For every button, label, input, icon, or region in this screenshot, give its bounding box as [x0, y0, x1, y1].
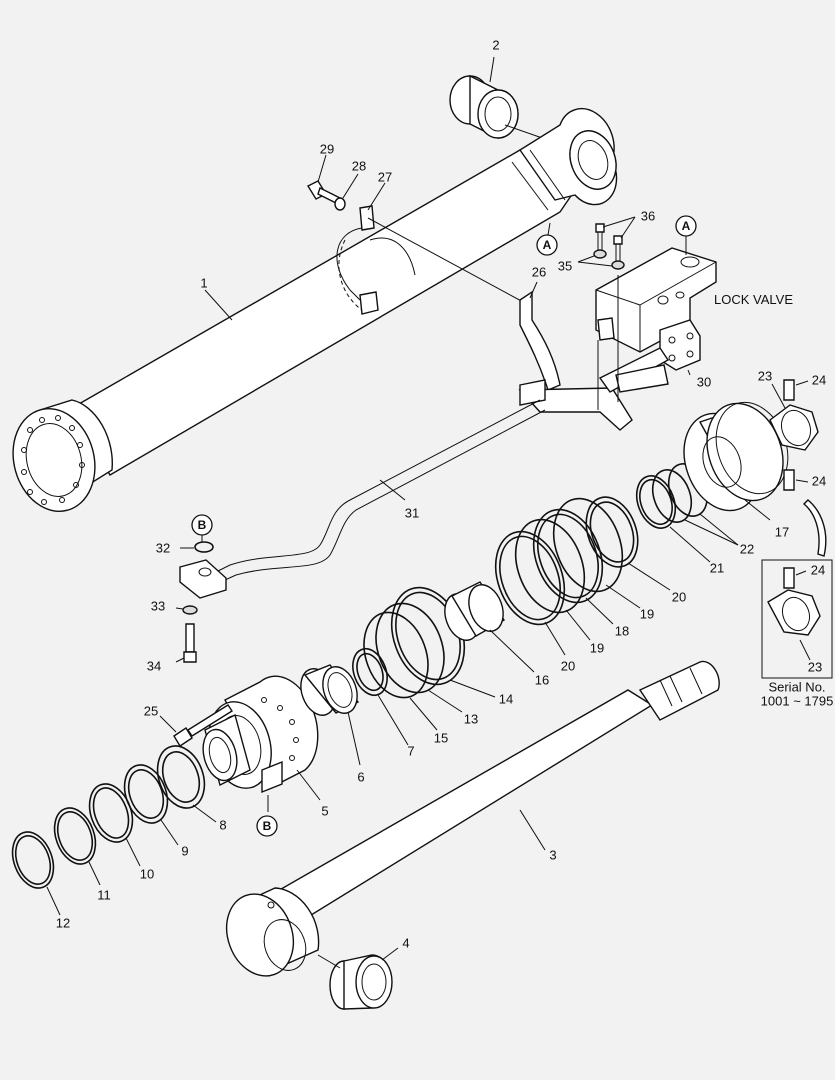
- part-11-seal: [53, 807, 101, 886]
- svg-text:A: A: [682, 219, 691, 233]
- serial-caption-line2: 1001 ~ 1795: [761, 693, 834, 708]
- label-30: 30: [697, 374, 711, 389]
- part-31-pipe: [179, 399, 546, 599]
- part-19-ring-a: [514, 518, 591, 641]
- callout-a-2: A: [675, 215, 697, 255]
- part-7-ring: [352, 647, 409, 746]
- label-11: 11: [97, 887, 111, 902]
- part-17-piston: [683, 401, 789, 521]
- label-28: 28: [352, 158, 366, 173]
- part-1-cylinder-tube: [12, 108, 618, 512]
- label-33: 33: [151, 598, 165, 613]
- part-36-bolts: [595, 216, 636, 262]
- label-26: 26: [532, 264, 546, 279]
- serial-caption-line1: Serial No.: [768, 679, 825, 694]
- label-21: 21: [710, 560, 724, 575]
- label-34: 34: [147, 658, 161, 673]
- label-22: 22: [740, 541, 754, 556]
- part-33-washer: [175, 605, 198, 615]
- part-20-ring-a: [494, 530, 566, 656]
- label-12: 12: [56, 915, 70, 930]
- label-20b: 20: [672, 589, 686, 604]
- part-16-collar: [444, 581, 535, 673]
- label-32: 32: [156, 540, 170, 555]
- part-26-bracket: [518, 281, 633, 431]
- part-5-rod-cover: [202, 675, 321, 812]
- part-25-bolt: [159, 704, 233, 747]
- label-23b: 23: [808, 659, 822, 674]
- label-36: 36: [641, 208, 655, 223]
- label-2: 2: [492, 37, 499, 52]
- label-7: 7: [407, 743, 414, 758]
- part-3-piston-rod: [225, 660, 720, 977]
- part-8-seal: [156, 745, 217, 823]
- label-16: 16: [535, 672, 549, 687]
- label-1: 1: [200, 275, 207, 290]
- label-19a: 19: [590, 640, 604, 655]
- label-15: 15: [434, 730, 448, 745]
- label-9: 9: [181, 843, 188, 858]
- label-5: 5: [321, 803, 328, 818]
- label-24c: 24: [811, 562, 825, 577]
- part-27-clamp: [336, 182, 526, 315]
- lock-valve: [595, 247, 717, 410]
- part-2-bushing: [449, 56, 549, 141]
- label-24b: 24: [812, 473, 826, 488]
- part-13-ring: [375, 602, 463, 713]
- curved-arrow: [802, 499, 827, 557]
- part-18-ring: [532, 508, 614, 625]
- svg-text:B: B: [198, 518, 207, 532]
- label-35: 35: [558, 258, 572, 273]
- serial-inset: [761, 559, 833, 679]
- part-12-seal: [11, 831, 61, 916]
- label-6: 6: [357, 769, 364, 784]
- label-24a: 24: [812, 372, 826, 387]
- part-21-ring: [635, 475, 711, 563]
- part-23-nut: [769, 383, 819, 451]
- label-13: 13: [464, 711, 478, 726]
- label-10: 10: [140, 866, 154, 881]
- label-8: 8: [219, 817, 226, 832]
- svg-text:B: B: [263, 819, 272, 833]
- label-23a: 23: [758, 368, 772, 383]
- label-29: 29: [320, 141, 334, 156]
- label-18: 18: [615, 623, 629, 638]
- label-31: 31: [405, 505, 419, 520]
- part-24-setscrew-a: [783, 379, 809, 401]
- label-25: 25: [144, 703, 158, 718]
- part-34-bolt: [175, 623, 197, 663]
- label-3: 3: [549, 847, 556, 862]
- part-20-ring-b: [585, 496, 671, 591]
- label-27: 27: [378, 169, 392, 184]
- callout-b-2: B: [256, 815, 278, 837]
- part-35-washers: [577, 249, 625, 270]
- part-29-bolt: [307, 154, 341, 205]
- part-32-oring: [180, 541, 214, 553]
- callout-a-1: A: [536, 222, 558, 256]
- part-28-washer: [334, 173, 359, 211]
- svg-text:A: A: [543, 238, 552, 252]
- label-4: 4: [402, 935, 409, 950]
- part-4-bushing: [317, 947, 399, 1010]
- part-24-setscrew-b: [783, 469, 809, 491]
- label-20a: 20: [561, 658, 575, 673]
- part-10-seal: [88, 783, 141, 867]
- part-6-bushing: [300, 664, 361, 766]
- label-17: 17: [775, 524, 789, 539]
- part-19-ring-b: [552, 497, 641, 609]
- callout-b-1: B: [191, 514, 213, 542]
- label-19b: 19: [640, 606, 654, 621]
- part-15-ring: [363, 611, 438, 731]
- lock-valve-label: LOCK VALVE: [714, 292, 793, 307]
- label-14: 14: [499, 691, 513, 706]
